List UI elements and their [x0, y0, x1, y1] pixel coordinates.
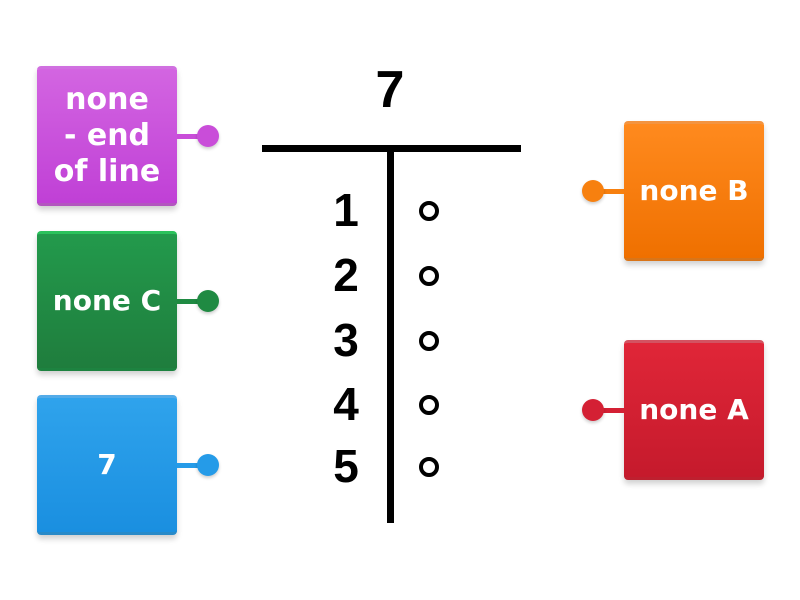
connector-line — [598, 189, 624, 194]
answer-card-none-end-of-line[interactable]: none - end of line — [37, 66, 219, 206]
connector-line — [177, 299, 203, 304]
horizontal-divider — [262, 145, 521, 152]
row-number: 2 — [333, 249, 359, 301]
drop-target-circle-icon[interactable] — [419, 266, 439, 286]
connector-knob-icon[interactable] — [582, 180, 604, 202]
connector-line — [177, 134, 203, 139]
drop-target-circle-icon[interactable] — [419, 331, 439, 351]
card-label: none - end of line — [53, 82, 161, 189]
connector-knob-icon[interactable] — [197, 454, 219, 476]
connector-line — [598, 408, 624, 413]
diagram-row-4: 4 — [320, 376, 460, 436]
card-label: 7 — [97, 448, 117, 481]
diagram-row-2: 2 — [320, 247, 460, 307]
drop-target-circle-icon[interactable] — [419, 457, 439, 477]
answer-card-7[interactable]: 7 — [37, 395, 219, 535]
connector-knob-icon[interactable] — [197, 290, 219, 312]
stem-value: 7 — [375, 61, 405, 119]
diagram-row-5: 5 — [320, 438, 460, 498]
row-number: 3 — [333, 314, 359, 366]
answer-card-none-c[interactable]: none C — [37, 231, 219, 371]
row-number: 5 — [333, 440, 359, 492]
card-label: none B — [639, 174, 749, 207]
connector-knob-icon[interactable] — [582, 399, 604, 421]
diagram-row-1: 1 — [320, 182, 460, 242]
row-number: 4 — [333, 378, 359, 430]
diagram-row-3: 3 — [320, 312, 460, 372]
answer-card-none-b[interactable]: none B — [582, 121, 764, 261]
connector-knob-icon[interactable] — [197, 125, 219, 147]
card-label: none A — [639, 393, 749, 426]
row-number: 1 — [333, 184, 359, 236]
vertical-divider — [387, 150, 394, 523]
card-label: none C — [52, 284, 162, 317]
drop-target-circle-icon[interactable] — [419, 201, 439, 221]
drop-target-circle-icon[interactable] — [419, 395, 439, 415]
answer-card-none-a[interactable]: none A — [582, 340, 764, 480]
connector-line — [177, 463, 203, 468]
